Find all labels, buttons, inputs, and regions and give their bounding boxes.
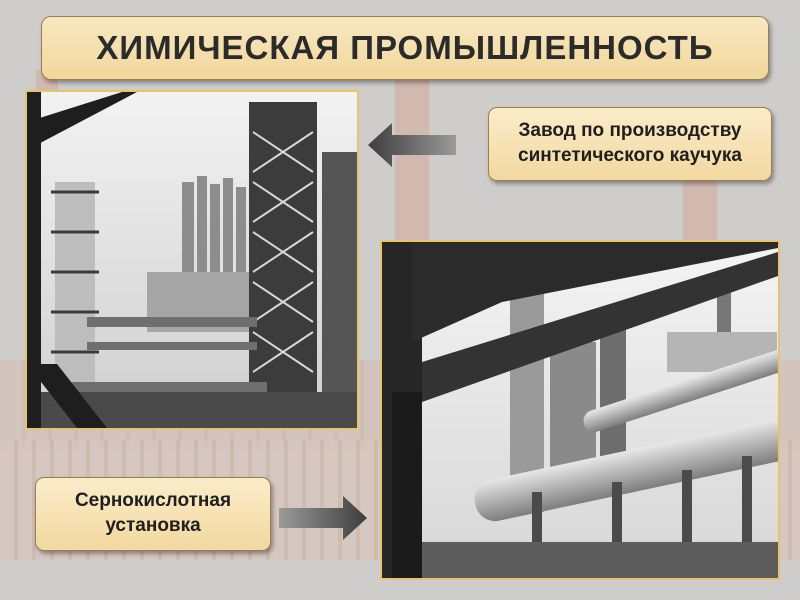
slide-title-box: ХИМИЧЕСКАЯ ПРОМЫШЛЕННОСТЬ [41,16,769,80]
arrow-right-icon [279,496,367,540]
rubber-plant-caption-line1: Завод по производству [518,120,742,142]
rubber-plant-caption: Завод по производству синтетического кау… [488,107,772,181]
sulfuric-acid-plant-image [382,242,778,578]
sulfuric-acid-caption-line2: установка [105,515,201,536]
rubber-plant-image [27,92,357,428]
sulfuric-acid-caption-line1: Сернокислотная [74,490,232,512]
arrow-left-icon [368,123,456,167]
sulfuric-acid-plant-photo [380,240,780,580]
slide-title: ХИМИЧЕСКАЯ ПРОМЫШЛЕННОСТЬ [96,29,714,66]
sulfuric-acid-caption: Сернокислотная установка [35,477,271,551]
rubber-plant-photo [25,90,359,430]
rubber-plant-caption-line2: синтетического каучука [518,145,742,166]
